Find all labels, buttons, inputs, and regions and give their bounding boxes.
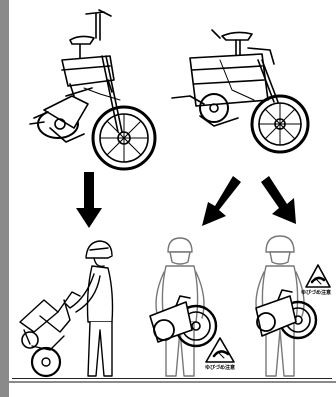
- bottom-rule: [9, 381, 336, 383]
- person-pulling-bike-illustration: [20, 241, 113, 376]
- pinch-warning-label: ゆびづめ注意: [205, 365, 235, 371]
- ground-line: [12, 378, 332, 379]
- down-arrow: [76, 172, 102, 228]
- down-right-arrow: [261, 176, 296, 224]
- pinch-warning-icon: [306, 265, 330, 287]
- down-left-arrow: [202, 176, 241, 226]
- unfolded-bike-illustration: [30, 10, 155, 169]
- pinch-warning-label: ゆびづめ注意: [301, 290, 331, 296]
- folded-bike-illustration: [172, 30, 308, 152]
